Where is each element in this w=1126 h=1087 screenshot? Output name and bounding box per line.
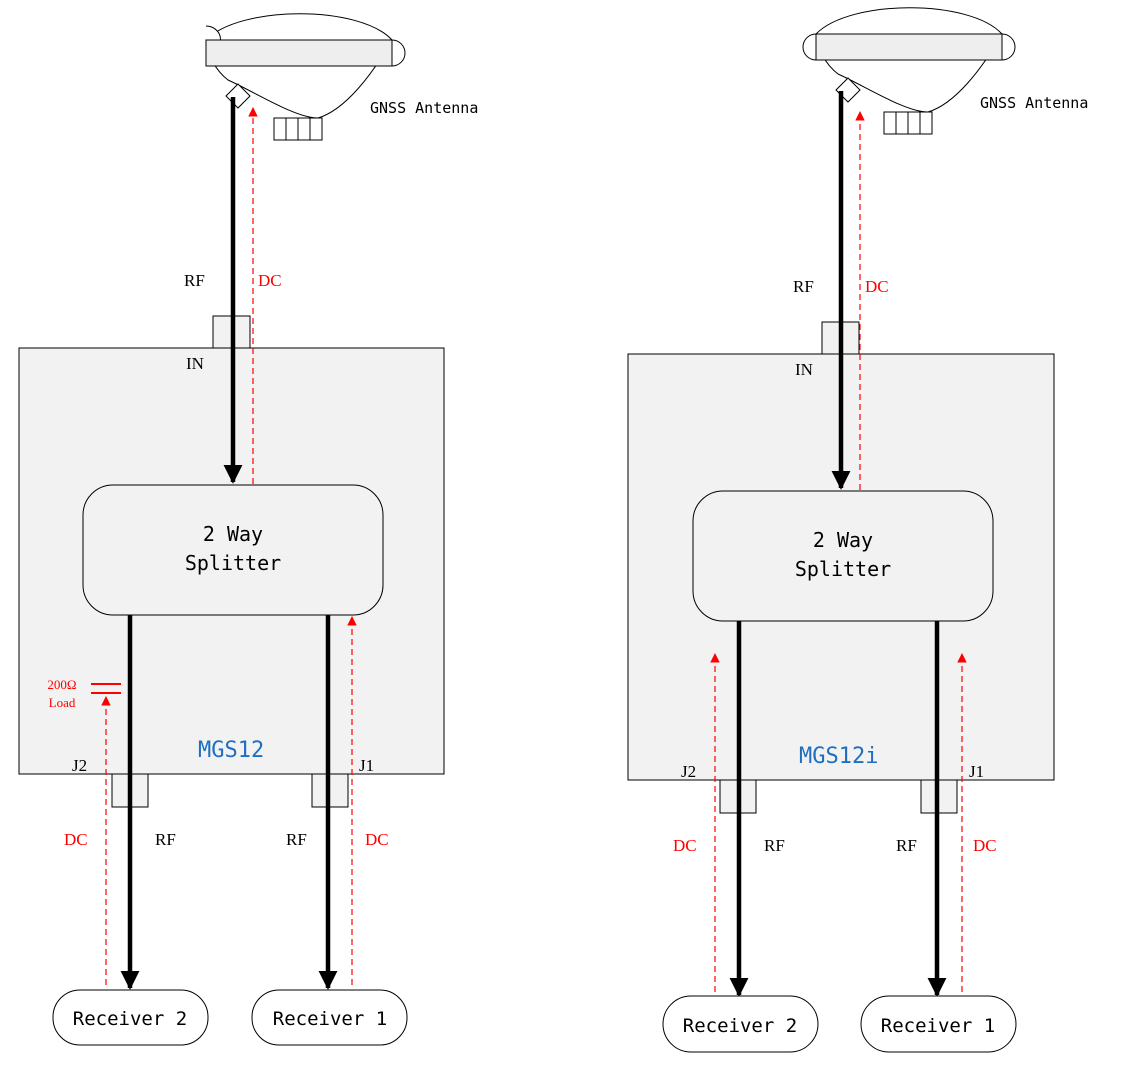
antenna-label: GNSS Antenna xyxy=(370,99,478,117)
splitter-block xyxy=(692,490,994,622)
rf-label-in: RF xyxy=(793,277,814,296)
receiver-2-box xyxy=(52,989,209,1046)
receiver-1-label: Receiver 1 xyxy=(881,1015,995,1037)
load-text: Load xyxy=(49,695,76,710)
dc-label-j2: DC xyxy=(673,836,697,855)
dc-label-in: DC xyxy=(865,277,889,296)
diagram-mgs12: GNSS Antenna IN 2 Way Splitter RF DC MGS… xyxy=(18,13,478,1046)
in-label: IN xyxy=(795,360,813,379)
receiver-2-label: Receiver 2 xyxy=(683,1015,797,1037)
j1-label: J1 xyxy=(359,756,374,775)
j2-label: J2 xyxy=(72,756,87,775)
gnss-antenna-icon xyxy=(205,13,406,141)
load-value: 200Ω xyxy=(47,677,76,692)
dc-label-j1: DC xyxy=(365,830,389,849)
j2-label: J2 xyxy=(681,762,696,781)
rf-label-j1: RF xyxy=(286,830,307,849)
receiver-1-box xyxy=(251,989,408,1046)
splitter-line2: Splitter xyxy=(795,557,891,581)
device-label: MGS12 xyxy=(198,738,264,763)
receiver-2-label: Receiver 2 xyxy=(73,1008,187,1030)
antenna-label: GNSS Antenna xyxy=(980,94,1088,112)
splitter-block xyxy=(82,484,384,616)
rf-label-j1: RF xyxy=(896,836,917,855)
rf-label-j2: RF xyxy=(155,830,176,849)
gnss-antenna-icon xyxy=(802,7,1016,135)
splitter-line1: 2 Way xyxy=(203,522,263,546)
receiver-1-box xyxy=(860,995,1017,1053)
receiver-2-box xyxy=(662,995,819,1053)
rf-label-j2: RF xyxy=(764,836,785,855)
rf-label-in: RF xyxy=(184,271,205,290)
j1-label: J1 xyxy=(969,762,984,781)
diagram-mgs12i: GNSS Antenna IN 2 Way Splitter RF DC MGS… xyxy=(627,7,1088,1053)
device-label: MGS12i xyxy=(799,744,878,769)
dc-label-j1: DC xyxy=(973,836,997,855)
in-label: IN xyxy=(186,354,204,373)
dc-label-j2: DC xyxy=(64,830,88,849)
receiver-1-label: Receiver 1 xyxy=(273,1008,387,1030)
dc-label-in: DC xyxy=(258,271,282,290)
splitter-line1: 2 Way xyxy=(813,528,873,552)
splitter-line2: Splitter xyxy=(185,551,281,575)
